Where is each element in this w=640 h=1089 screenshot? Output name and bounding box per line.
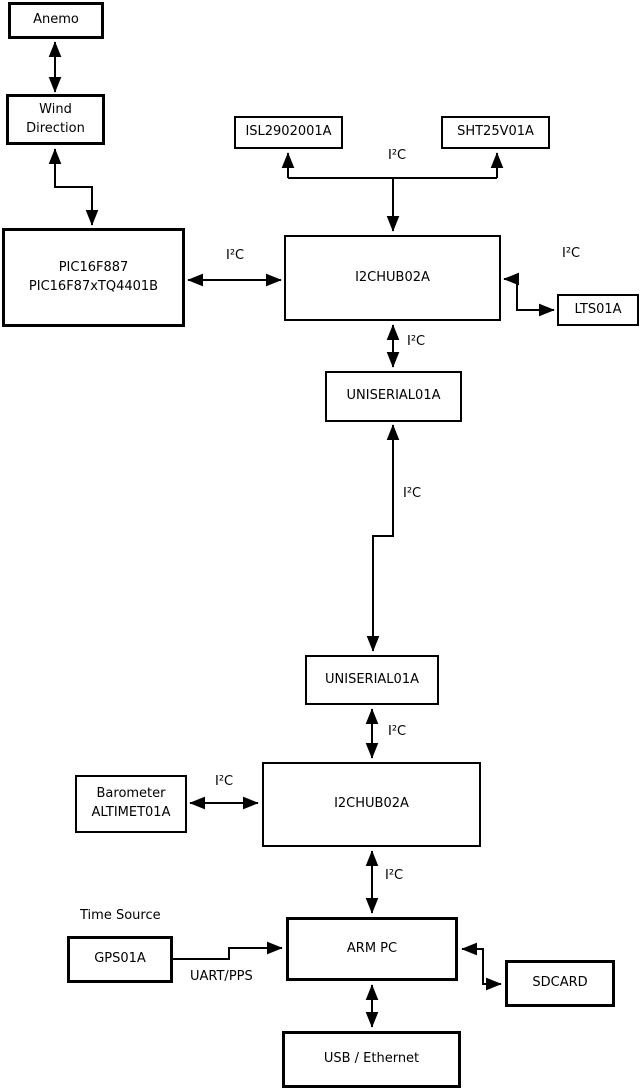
node-anemo: Anemo (8, 2, 104, 39)
node-gps01a: GPS01A (67, 936, 173, 983)
edge-winddirection-pic (48, 148, 99, 226)
node-anemo-label: Anemo (33, 12, 79, 28)
node-wind-direction-line2: Direction (26, 120, 85, 136)
node-uniserial01a-top: UNISERIAL01A (325, 371, 462, 422)
node-sht25v01a-label: SHT25V01A (457, 124, 534, 140)
edge-gps-armpc (173, 941, 283, 960)
node-arm-pc-label: ARM PC (346, 940, 398, 956)
node-usb-ethernet: USB / Ethernet (282, 1031, 461, 1088)
node-barometer-line1: Barometer (96, 786, 166, 802)
node-gps01a-label: GPS01A (94, 951, 146, 967)
node-i2chub02a-bottom: I2CHUB02A (262, 762, 481, 847)
edge-i2chubtop-lts (503, 272, 555, 317)
node-barometer-altimet01a: Barometer ALTIMET01A (75, 775, 187, 833)
edge-label-i2c-lts: I²C (562, 246, 581, 261)
node-sdcard: SDCARD (505, 960, 615, 1007)
edge-label-i2c-barometer: I²C (215, 774, 234, 789)
edge-uniserialtop-uniserialbottom (366, 424, 400, 652)
node-uniserial01a-bottom: UNISERIAL01A (305, 655, 439, 705)
edge-label-i2c-hubtop-uniserial: I²C (407, 334, 426, 349)
node-barometer-line2: ALTIMET01A (91, 805, 171, 820)
edge-label-i2c-pic: I²C (226, 248, 245, 263)
node-pic16f887-line1: PIC16F887 (58, 259, 129, 275)
node-pic16f887-line2: PIC16F87xTQ4401B (28, 278, 159, 294)
edge-label-i2c-sensor-junction: I²C (388, 148, 407, 163)
node-isl2902001a-label: ISL2902001A (245, 124, 332, 140)
node-wind-direction-line1: Wind (39, 101, 72, 117)
edge-armpc-sdcard (461, 942, 502, 991)
node-sht25v01a: SHT25V01A (441, 116, 550, 149)
edge-label-i2c-hubbottom-armpc: I²C (385, 868, 404, 883)
label-time-source: Time Source (80, 908, 161, 923)
node-uniserial01a-top-label: UNISERIAL01A (346, 388, 441, 404)
node-lts01a: LTS01A (557, 294, 639, 326)
node-arm-pc: ARM PC (286, 917, 458, 981)
edge-label-i2c-uniserial-link: I²C (403, 486, 422, 501)
edge-label-uart-pps: UART/PPS (190, 969, 253, 984)
node-usb-ethernet-label: USB / Ethernet (323, 1051, 420, 1067)
edge-label-i2c-uniserial-hubbottom: I²C (388, 724, 407, 739)
node-i2chub02a-bottom-label: I2CHUB02A (334, 796, 409, 812)
node-i2chub02a-top: I2CHUB02A (284, 235, 501, 321)
node-i2chub02a-top-label: I2CHUB02A (355, 269, 430, 285)
node-isl2902001a: ISL2902001A (234, 116, 343, 149)
node-uniserial01a-bottom-label: UNISERIAL01A (325, 671, 419, 687)
node-wind-direction: Wind Direction (6, 94, 105, 145)
node-sdcard-label: SDCARD (532, 975, 588, 991)
node-pic16f887: PIC16F887 PIC16F87xTQ4401B (2, 228, 185, 327)
node-lts01a-label: LTS01A (574, 301, 622, 317)
